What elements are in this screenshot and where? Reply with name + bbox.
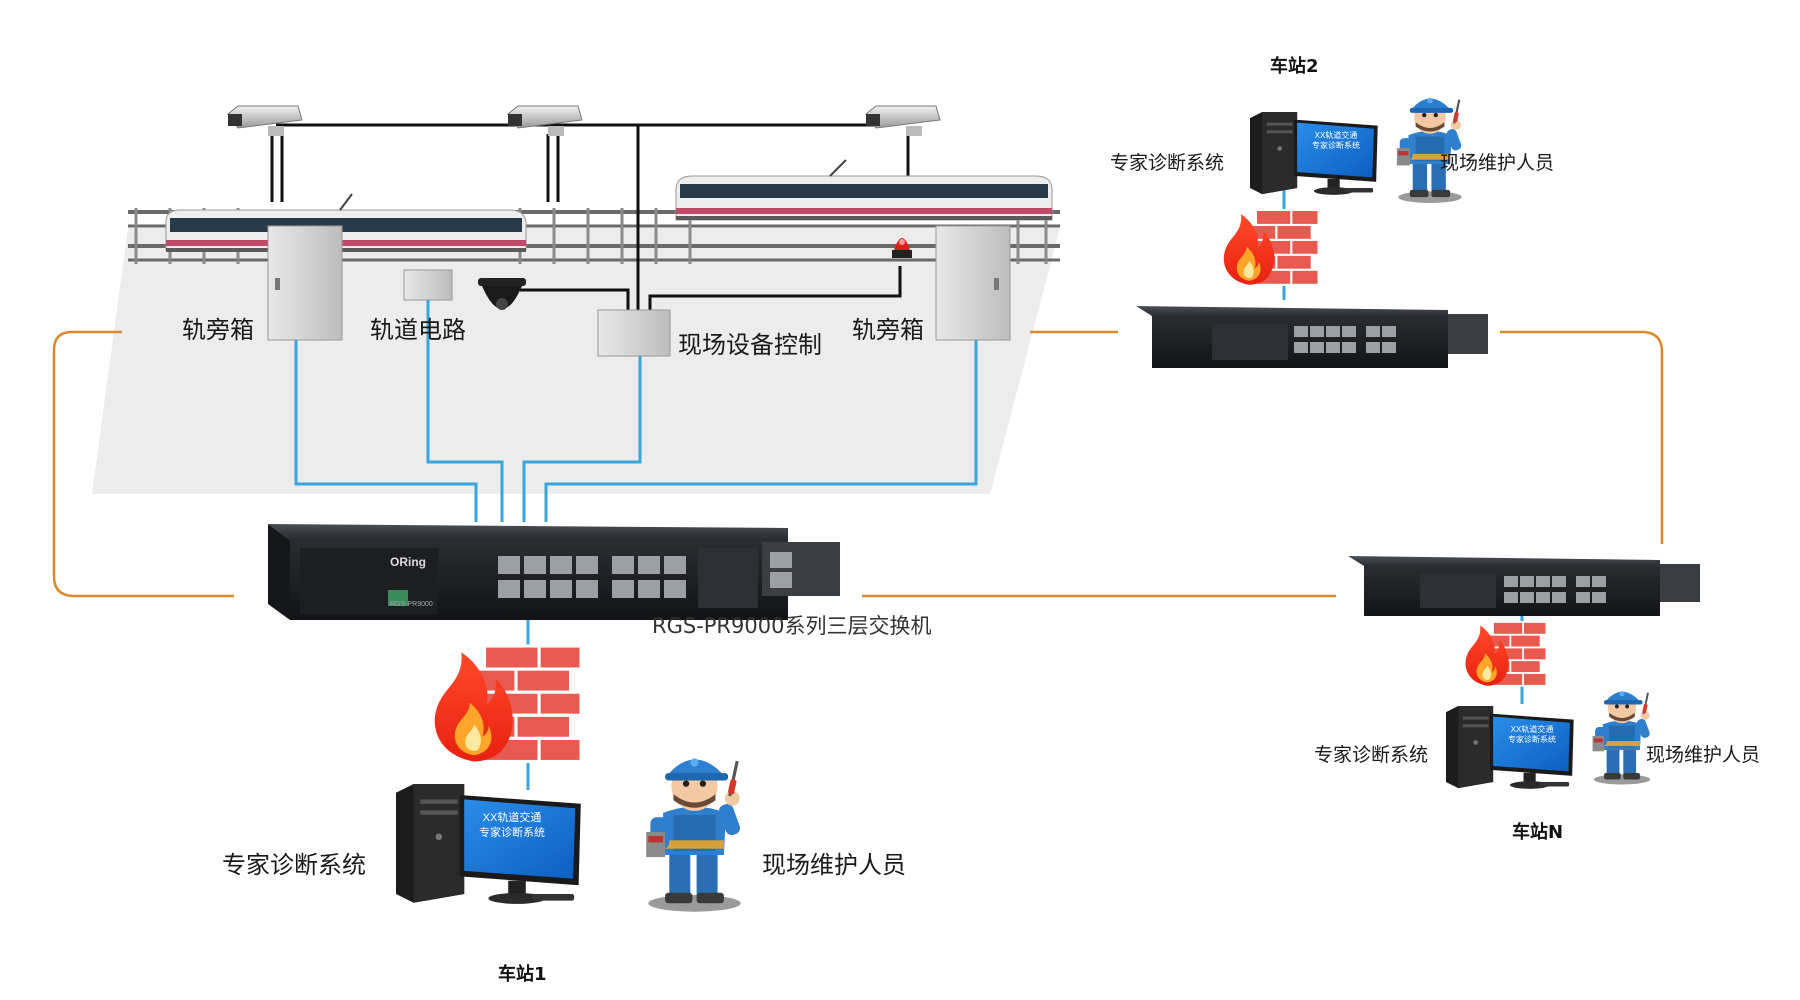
- station1-firewall-icon: [433, 644, 583, 764]
- station1-staff-label: 现场维护人员: [762, 851, 906, 879]
- station2-name: 车站2: [1270, 56, 1319, 77]
- station1-monitor-line1: XX轨道交通: [483, 810, 542, 824]
- camera-3-icon: [865, 105, 941, 136]
- station2-pc-icon: [1250, 112, 1378, 195]
- camera-1-icon: [227, 105, 303, 136]
- track-circuit-icon: [403, 269, 453, 301]
- switch-small-label: RGS-PR9000: [390, 601, 433, 608]
- access-links: [294, 180, 1524, 790]
- stationn-worker-icon: [1592, 691, 1651, 785]
- label-trackside-box-left: 轨旁箱: [182, 316, 254, 344]
- alarm-beacon-icon: [892, 238, 912, 258]
- station1-expert-label: 专家诊断系统: [222, 851, 366, 879]
- station2-monitor-line1: XX轨道交通: [1315, 130, 1358, 140]
- stationn-switch-icon: [1348, 556, 1700, 616]
- station1-pc-icon: [396, 784, 581, 904]
- stationn-firewall-icon: [1464, 621, 1548, 687]
- train-left: [165, 193, 527, 252]
- switch-brand: ORing: [390, 555, 426, 569]
- trackside-box-left-icon: [267, 225, 343, 341]
- stationn-name: 车站N: [1512, 822, 1564, 843]
- dome-camera-icon: [478, 278, 526, 310]
- station2-firewall-icon: [1222, 208, 1320, 286]
- stationn-monitor-line2: 专家诊断系统: [1508, 734, 1556, 744]
- stationn-monitor-line1: XX轨道交通: [1511, 724, 1554, 734]
- camera-cabling: [270, 123, 910, 310]
- trackside-zone: [92, 228, 1060, 494]
- train-right: [675, 159, 1053, 221]
- station1-worker-icon: [646, 758, 742, 912]
- station2-monitor-line2: 专家诊断系统: [1312, 140, 1360, 150]
- stationn-staff-label: 现场维护人员: [1646, 744, 1761, 766]
- ring-network: [52, 330, 1664, 598]
- station1-name: 车站1: [498, 964, 547, 985]
- station2-expert-label: 专家诊断系统: [1110, 152, 1225, 174]
- camera-2-icon: [507, 105, 583, 136]
- trackside-box-right-icon: [935, 225, 1011, 341]
- label-field-control: 现场设备控制: [678, 331, 822, 359]
- station2-staff-label: 现场维护人员: [1440, 152, 1555, 174]
- station2-switch-icon: [1136, 306, 1488, 368]
- label-track-circuit: 轨道电路: [370, 316, 466, 344]
- station1-monitor-line2: 专家诊断系统: [479, 825, 545, 839]
- main-switch-icon: [268, 524, 840, 620]
- label-trackside-box-right: 轨旁箱: [852, 316, 924, 344]
- field-control-box-icon: [597, 309, 671, 357]
- label-switch-model: RGS-PR9000系列三层交换机: [652, 614, 932, 638]
- stationn-pc-icon: [1446, 706, 1574, 789]
- stationn-expert-label: 专家诊断系统: [1314, 744, 1429, 766]
